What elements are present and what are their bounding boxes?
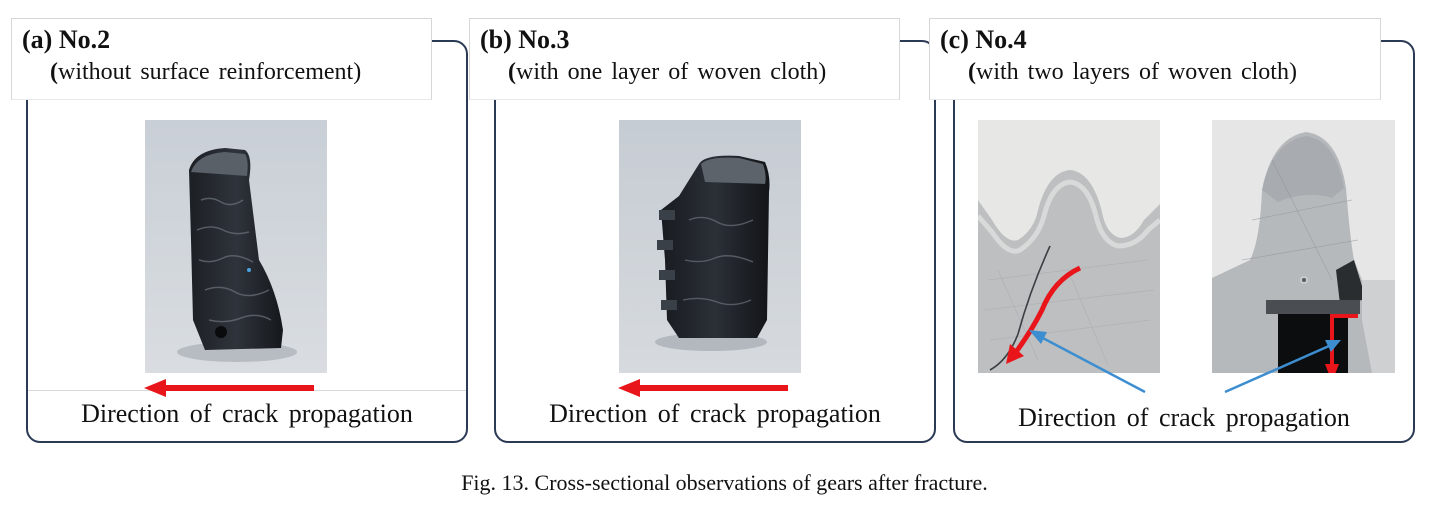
panel-a-caption: Direction of crack propagation (81, 399, 413, 428)
gear-section-c-left-image (978, 120, 1160, 373)
panel-b-subtitle: with one layer of woven cloth) (516, 59, 827, 85)
panel-b-title: (b) No.3 (480, 25, 570, 54)
panel-a-subtitle: without surface reinforcement) (58, 59, 362, 85)
panel-b-label: (b) No.3 (with one layer of woven cloth) (469, 18, 900, 100)
panel-b-caption: Direction of crack propagation (549, 399, 881, 428)
broken-tooth-a-image (145, 120, 327, 373)
crack-direction-arrow-a (144, 379, 314, 397)
crack-pointer-arrows-c (1029, 330, 1341, 394)
panel-c-photo-right (1212, 120, 1395, 373)
panel-c-title: (c) No.4 (940, 25, 1027, 54)
panel-c-photo-left (978, 120, 1160, 373)
figure-caption: Fig. 13. Cross-sectional observations of… (461, 470, 988, 495)
panel-c-subtitle: with two layers of woven cloth) (976, 59, 1297, 85)
broken-tooth-b-image (619, 120, 801, 373)
panel-a-title: (a) No.2 (22, 25, 111, 54)
crack-direction-arrow-b (618, 379, 788, 397)
panel-a-photo (145, 120, 327, 373)
panel-c-caption: Direction of crack propagation (1018, 403, 1350, 432)
gear-section-c-right-image (1212, 120, 1395, 373)
panel-c-label: (c) No.4 (with two layers of woven cloth… (929, 18, 1381, 100)
panel-b-photo (619, 120, 801, 373)
panel-a-label: (a) No.2 (without surface reinforcement) (11, 18, 432, 100)
